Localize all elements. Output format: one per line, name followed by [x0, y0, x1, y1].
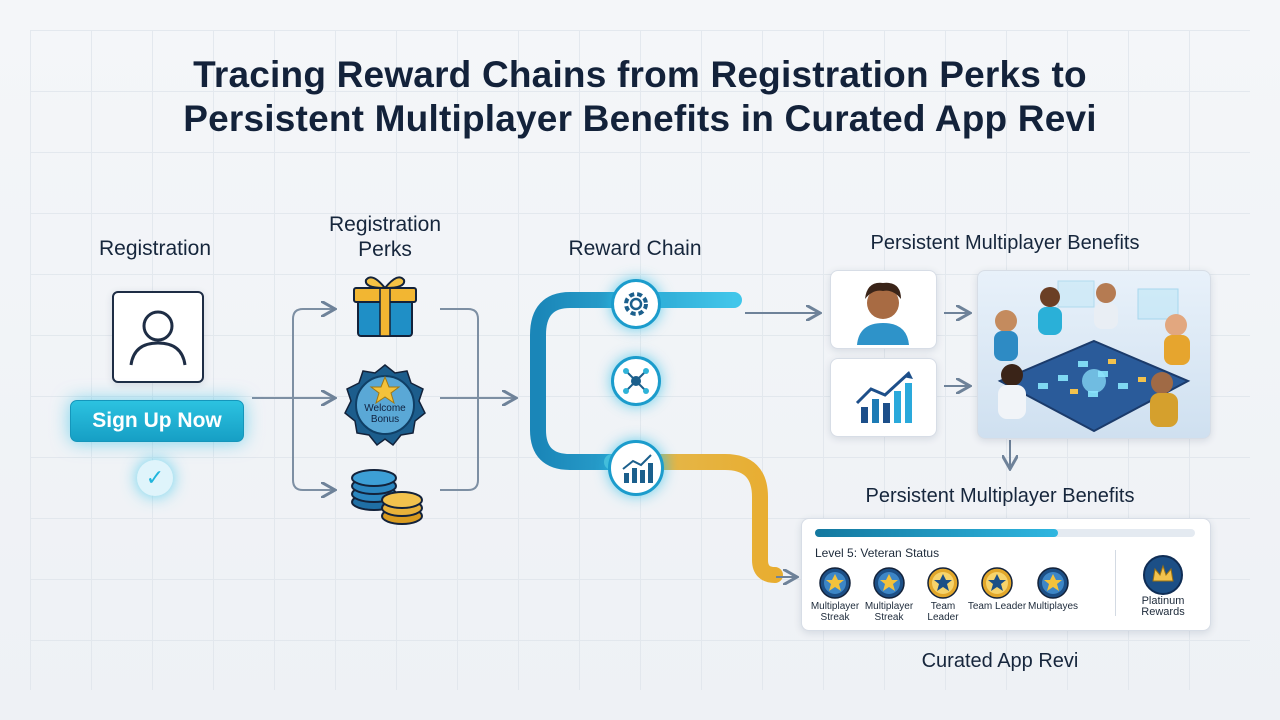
reward-chain-label: Reward Chain: [568, 237, 702, 260]
level-progress-bar: [815, 529, 1195, 537]
chain-node-network: [611, 356, 661, 406]
title-line-2: Persistent Multiplayer Benefits in Curat…: [183, 98, 1097, 139]
badge-label-line-2: Streak: [874, 612, 904, 623]
perks-bracket-left: [252, 308, 333, 491]
gold-star-badge-icon: [927, 567, 959, 599]
gear-icon: [624, 292, 648, 316]
players-around-board-illustration: [994, 280, 1191, 433]
badge-rosette-icon: [344, 364, 426, 447]
level-progress-fill: [815, 529, 1059, 537]
avatar-card: [830, 270, 937, 349]
achievement-badge: [815, 566, 855, 600]
registration-label: Registration: [98, 237, 212, 260]
gift-icon: [353, 276, 417, 337]
user-icon: [129, 310, 187, 366]
network-icon: [623, 368, 649, 394]
badge-label-line-1: Team: [930, 601, 956, 612]
bonus-text: Bonus: [370, 414, 400, 425]
platinum-badge: [1141, 553, 1185, 597]
title-line-1: Tracing Reward Chains from Registration …: [193, 54, 1087, 95]
badge-label-line-1: Multiplayer: [864, 601, 914, 612]
user-profile-card: [112, 291, 204, 383]
chain-node-gear: [611, 279, 661, 329]
badge-label-line-2: Streak: [820, 612, 850, 623]
star-badge-icon: [873, 567, 905, 599]
check-icon: ✓: [137, 460, 173, 496]
welcome-text: Welcome: [364, 403, 406, 414]
coins-icon: [351, 469, 423, 525]
platinum-line-1: Platinum: [1141, 595, 1185, 607]
person-avatar-icon: [857, 282, 909, 345]
platinum-line-2: Rewards: [1141, 606, 1185, 618]
benefits-bottom-label: Persistent Multiplayer Benefits: [865, 485, 1135, 507]
growth-chart-card: [830, 358, 937, 437]
chain-pipe-bottom: [604, 454, 783, 583]
achievement-badge: [923, 566, 963, 600]
welcome-bonus-badge: Welcome Bonus: [343, 363, 427, 447]
level-label: Level 5: Veteran Status: [815, 546, 940, 560]
chain-node-chart: [608, 440, 664, 496]
sign-up-now-button[interactable]: Sign Up Now: [70, 400, 244, 442]
badge-label-line-1: Team Leader: [967, 601, 1027, 612]
perks-label-line-2: Perks: [358, 238, 412, 261]
multiplayer-scene-card: [977, 270, 1211, 439]
star-badge-icon: [819, 567, 851, 599]
perks-bracket-right: [440, 308, 514, 491]
perks-label-line-1: Registration: [328, 213, 442, 236]
footer-label: Curated App Revi: [921, 650, 1079, 672]
badge-label-line-1: Multiplayer: [810, 601, 860, 612]
growth-chart-icon: [855, 371, 913, 423]
badge-label-line-1: Multiplayes: [1027, 601, 1079, 612]
crown-badge-icon: [1143, 555, 1183, 595]
badge-label-line-2: Leader: [927, 612, 959, 623]
chart-up-icon: [622, 454, 653, 483]
star-badge-icon: [1037, 567, 1069, 599]
achievement-badge: [869, 566, 909, 600]
achievement-badge: [1033, 566, 1073, 600]
benefits-top-label: Persistent Multiplayer Benefits: [870, 232, 1140, 254]
achievement-badge: [977, 566, 1017, 600]
gold-star-badge-icon: [981, 567, 1013, 599]
badge-divider: [1115, 550, 1116, 616]
